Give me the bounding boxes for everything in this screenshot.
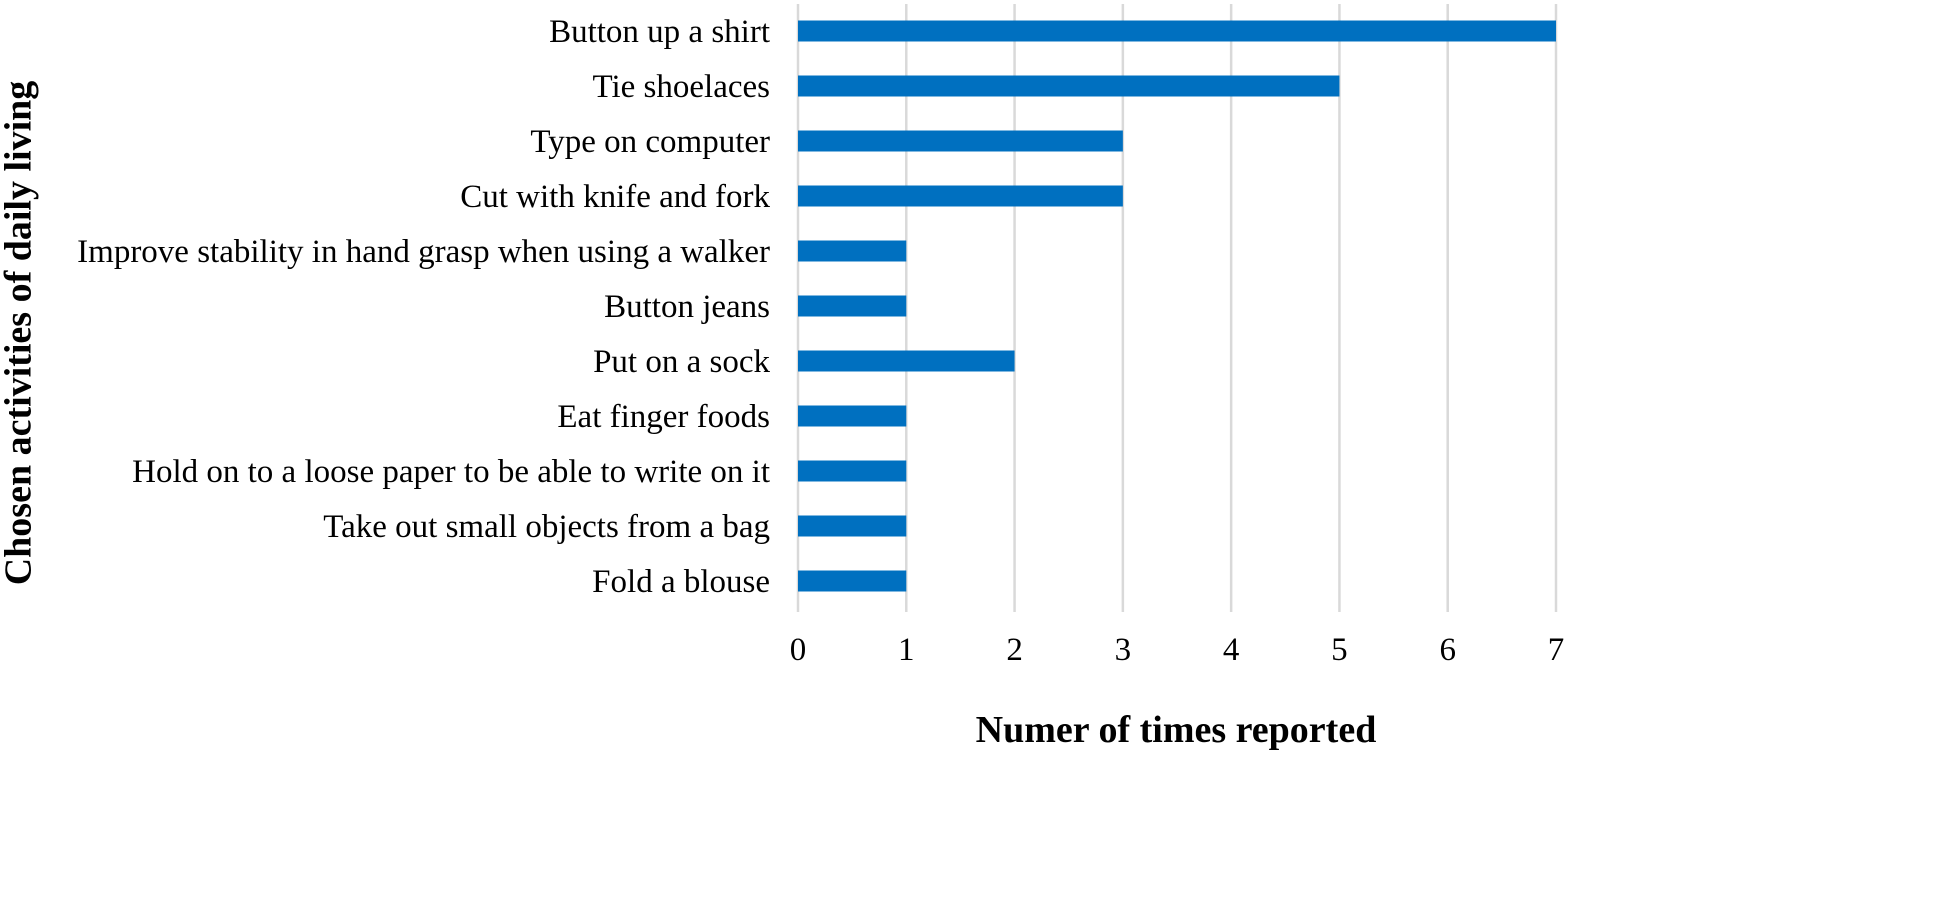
bar xyxy=(798,405,907,427)
x-tick-label: 1 xyxy=(898,632,915,668)
bar xyxy=(798,75,1340,97)
category-label: Improve stability in hand grasp when usi… xyxy=(77,234,770,270)
category-label: Button jeans xyxy=(604,289,770,325)
bar xyxy=(798,350,1015,372)
category-label: Button up a shirt xyxy=(549,14,770,50)
gridlines xyxy=(796,4,1558,612)
category-label: Put on a sock xyxy=(593,344,770,380)
x-tick-label: 6 xyxy=(1439,632,1456,668)
category-label: Fold a blouse xyxy=(592,564,770,600)
x-tick-label: 0 xyxy=(790,632,807,668)
x-tick-label: 4 xyxy=(1223,632,1240,668)
bar xyxy=(798,185,1123,207)
category-label: Eat finger foods xyxy=(557,399,770,435)
x-tick-labels: 0 1 2 3 4 5 6 7 xyxy=(790,632,1565,668)
category-label: Take out small objects from a bag xyxy=(323,509,770,545)
x-tick-label: 5 xyxy=(1331,632,1348,668)
bar xyxy=(798,295,907,317)
x-tick-label: 2 xyxy=(1006,632,1023,668)
y-axis-title: Chosen activities of daily living xyxy=(0,81,40,586)
bar xyxy=(798,130,1123,152)
bar xyxy=(798,460,907,482)
x-tick-label: 7 xyxy=(1548,632,1565,668)
category-label: Type on computer xyxy=(530,124,770,160)
x-axis-title: Numer of times reported xyxy=(976,709,1377,751)
category-label: Hold on to a loose paper to be able to w… xyxy=(132,454,770,490)
category-label: Tie shoelaces xyxy=(592,69,770,105)
x-tick-label: 3 xyxy=(1115,632,1132,668)
bars xyxy=(798,20,1556,592)
bar xyxy=(798,240,907,262)
bar xyxy=(798,20,1556,42)
bar xyxy=(798,570,907,592)
bar xyxy=(798,515,907,537)
category-label: Cut with knife and fork xyxy=(460,179,770,215)
